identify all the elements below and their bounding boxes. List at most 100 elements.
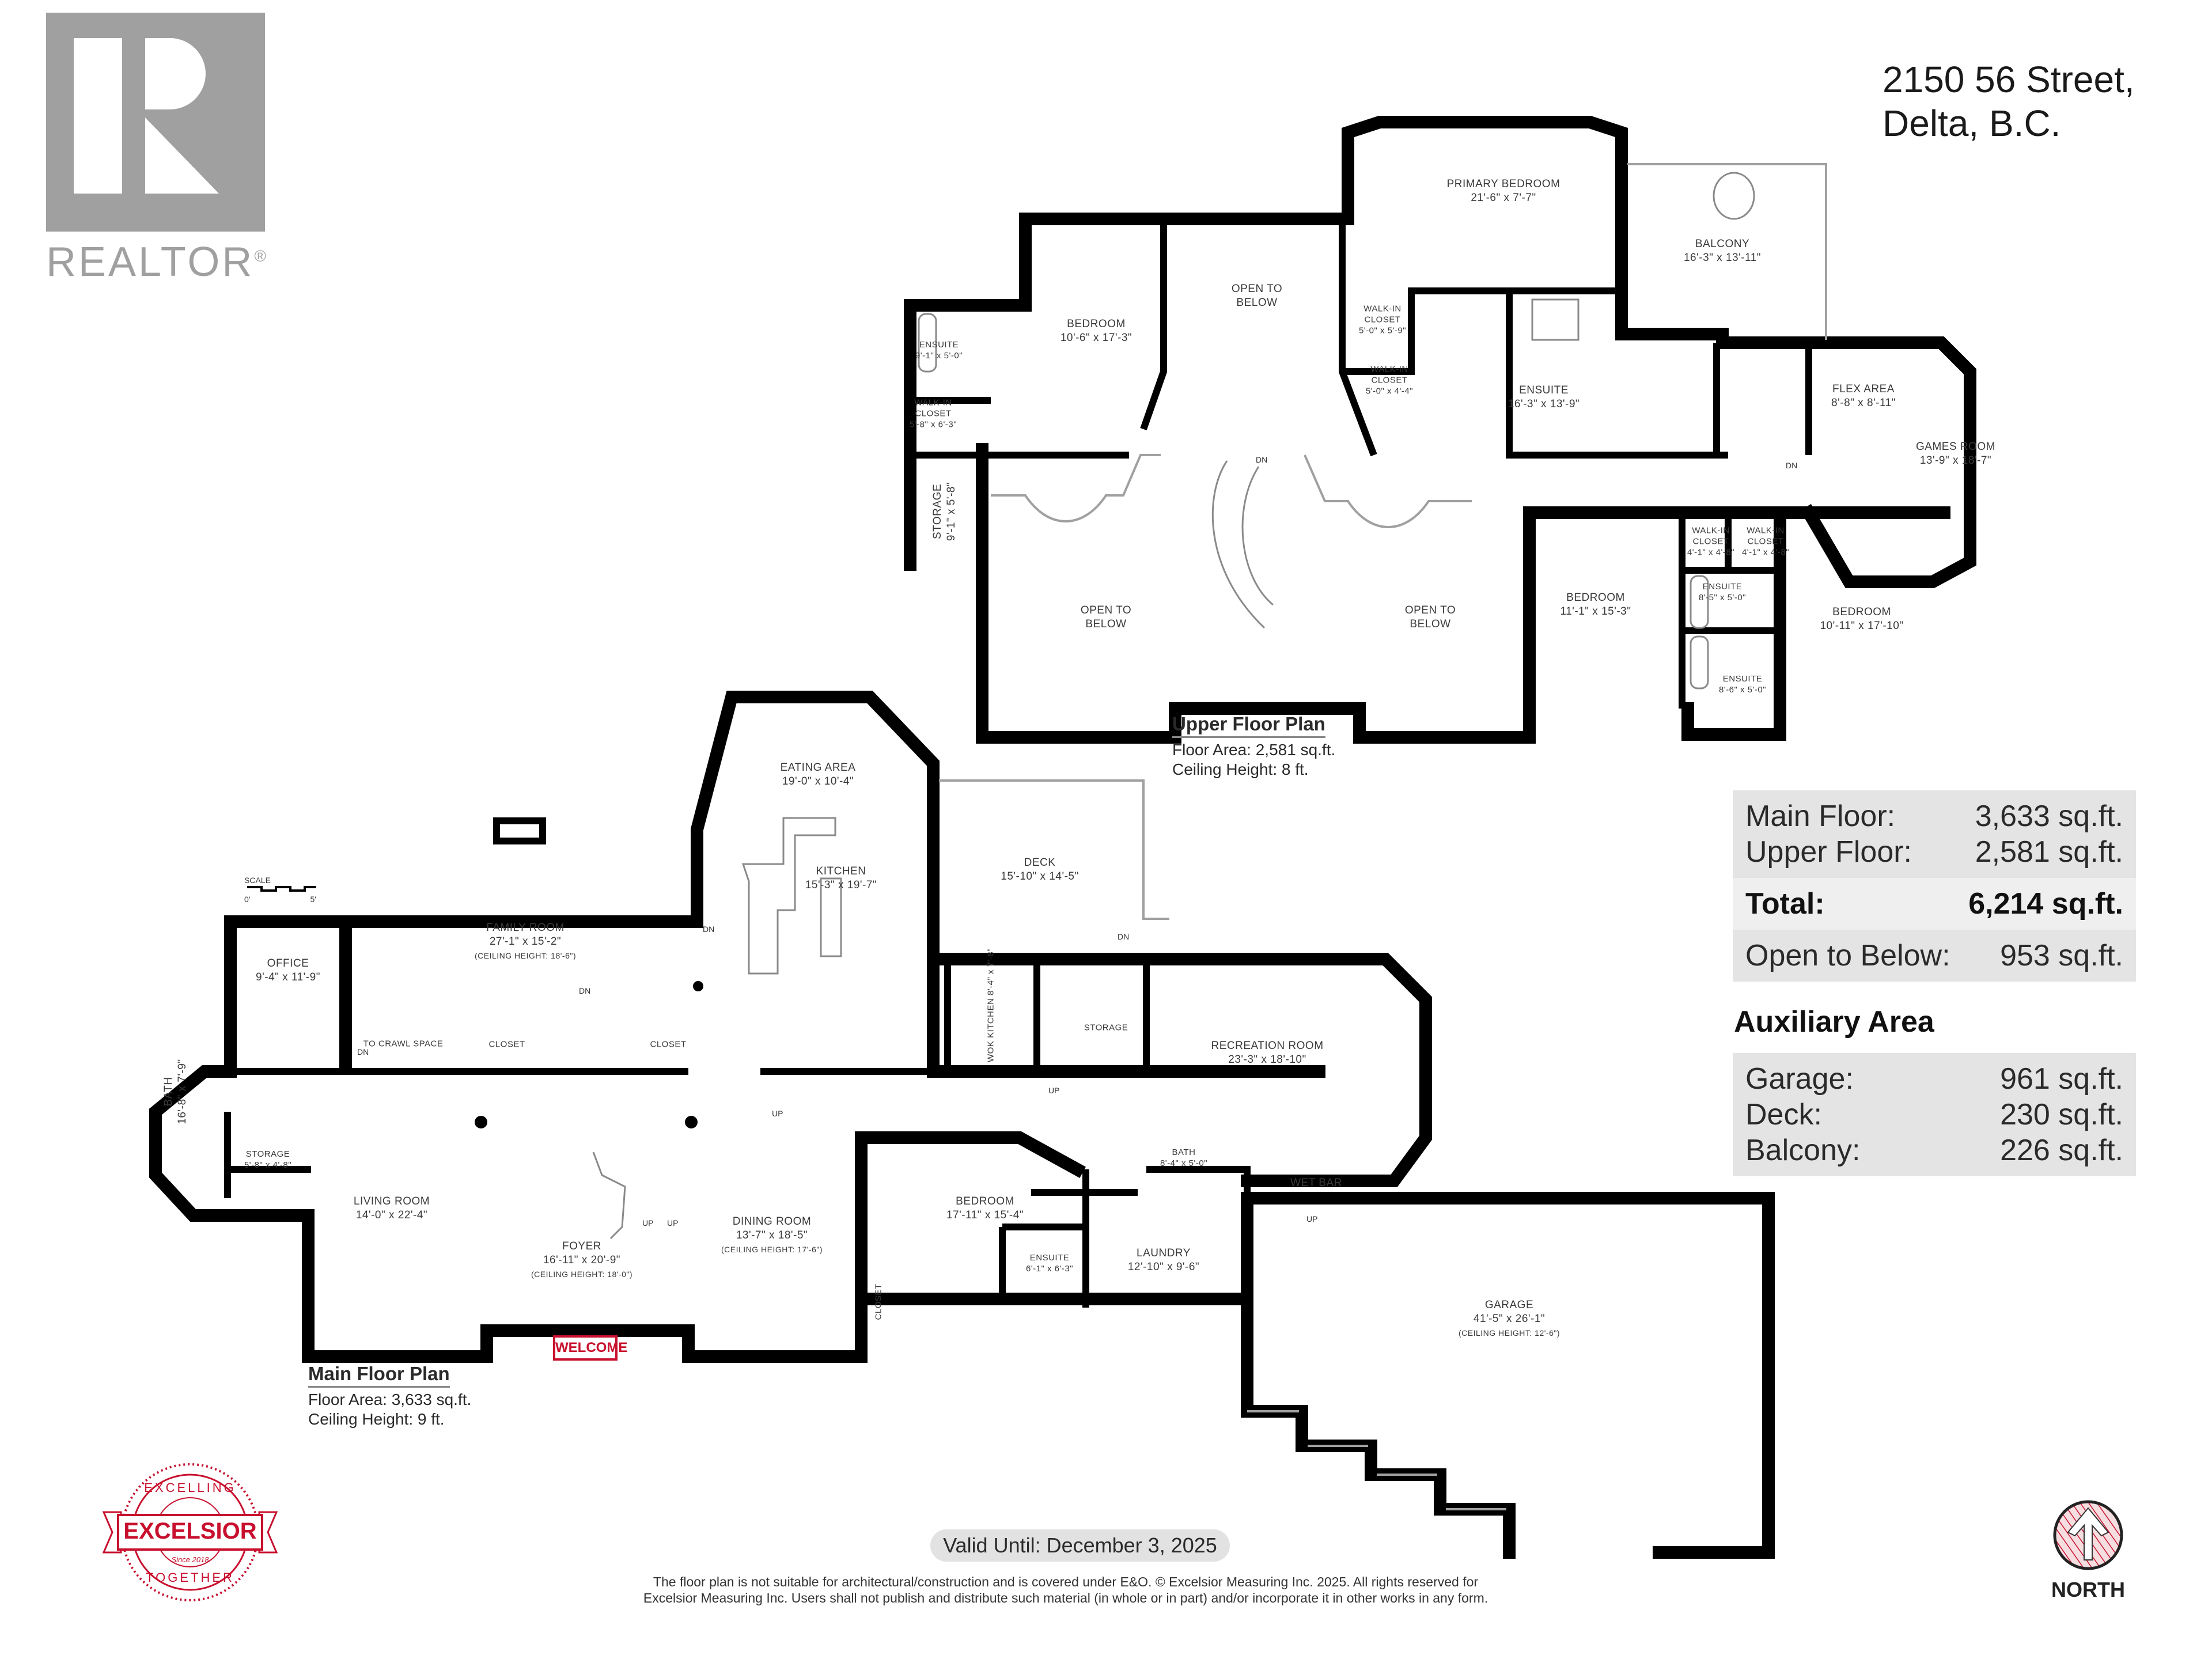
- room-office: OFFICE 9'-4" x 11'-9": [256, 957, 320, 983]
- room-flex-area: FLEX AREA 8'-8" x 8'-11": [1831, 383, 1896, 409]
- excelsior-wordmark: EXCELSIOR: [123, 1518, 257, 1544]
- room-bath-2-main: BATH 8'-4" x 5'-0": [1160, 1147, 1208, 1168]
- room-storage-main: STORAGE 5'-8" x 4'-8": [244, 1149, 292, 1170]
- disclaimer-line-2: Excelsior Measuring Inc. Users shall not…: [643, 1590, 1488, 1605]
- hall-stairs-down-label: DN: [579, 986, 591, 995]
- balcony-row: Balcony: 226 sq.ft.: [1745, 1134, 2123, 1167]
- foyer-staircase-icon: [592, 1152, 626, 1240]
- room-closet-2: CLOSET: [650, 1039, 687, 1050]
- room-balcony: BALCONY 16'-3" x 13'-11": [1683, 238, 1762, 264]
- balcony-railing: [1627, 163, 1827, 340]
- room-living-room: LIVING ROOM 14'-0" x 22'-4": [353, 1195, 430, 1221]
- upper-spiral-staircase-icon: [991, 454, 1472, 629]
- bathtub-icon: [918, 313, 937, 373]
- foyer-stairs-up-label: UP: [642, 1218, 654, 1228]
- kitchen-counter-icon: [741, 817, 836, 975]
- room-ensuite-primary: ENSUITE 16'-3" x 13'-9": [1508, 384, 1580, 410]
- upper-floor-title: Upper Floor Plan: [1172, 714, 1325, 738]
- upper-floor-area: Floor Area: 2,581 sq.ft.: [1172, 741, 1336, 759]
- excelsior-seal-icon: [102, 1463, 278, 1601]
- total-block: Total: 6,214 sq.ft.: [1733, 878, 2136, 930]
- property-address: 2150 56 Street, Delta, B.C.: [1883, 58, 2135, 145]
- registered-mark: ®: [254, 247, 269, 265]
- balcony-table-icon: [1713, 172, 1755, 220]
- dining-stairs-up-label: UP: [772, 1109, 783, 1118]
- room-open-to-below-top: OPEN TO BELOW: [1231, 283, 1283, 309]
- room-laundry: LAUNDRY 12'-10" x 9'-6": [1127, 1247, 1200, 1273]
- scale-bar-icon: [247, 886, 316, 892]
- room-open-to-below-right: OPEN TO BELOW: [1404, 604, 1456, 630]
- room-walk-in-closet-2: WALK-IN CLOSET 5'-0" x 4'-4": [1365, 364, 1414, 396]
- auxiliary-area-title: Auxiliary Area: [1734, 1005, 1934, 1039]
- room-ensuite-upper-1: ENSUITE 9'-1" x 5'-0": [915, 340, 963, 361]
- family-stairs-down-label: DN: [703, 925, 715, 934]
- room-games-room: GAMES ROOM 13'-9" x 18'-7": [1915, 441, 1996, 467]
- scale-label: SCALE: [244, 876, 271, 885]
- crawl-space-stairs: TO CRAWL SPACE: [363, 1039, 444, 1049]
- area-summary-panel: Main Floor: 3,633 sq.ft. Upper Floor: 2,…: [1733, 790, 2136, 1176]
- deck-stairs-down-label: DN: [1118, 932, 1130, 941]
- crawl-stairs-down-label: DN: [357, 1047, 369, 1056]
- room-wok-kitchen: WOK KITCHEN 8'-4" x 7'-8": [986, 948, 996, 1063]
- upper-floor-ceiling: Ceiling Height: 8 ft.: [1172, 760, 1309, 778]
- room-storage-stairs: STORAGE: [1084, 1022, 1128, 1033]
- room-ensuite-upper-2: ENSUITE 8'-5" x 5'-0": [1698, 582, 1747, 603]
- total-row: Total: 6,214 sq.ft.: [1745, 887, 2123, 921]
- valid-until-badge: Valid Until: December 3, 2025: [930, 1529, 1230, 1562]
- kitchen-island-icon: [820, 877, 842, 957]
- room-bedroom-upper-1: BEDROOM 10'-6" x 17'-3": [1060, 318, 1132, 344]
- fireplace-icon: [493, 817, 546, 844]
- room-foyer: FOYER 16'-11" x 20'-9" (CEILING HEIGHT: …: [531, 1240, 633, 1279]
- room-wet-bar: WET BAR: [1290, 1177, 1342, 1189]
- upper-stairs-down-label: DN: [1256, 455, 1268, 464]
- upper-rear-stairs-down-label: DN: [1786, 461, 1798, 470]
- excelsior-bottom-text: TOGETHER: [146, 1570, 234, 1585]
- scale-end: 5': [310, 895, 316, 904]
- north-arrow-icon: [2053, 1500, 2123, 1570]
- upper-floor-row: Upper Floor: 2,581 sq.ft.: [1745, 835, 2123, 869]
- garage-stairs-up-label: UP: [1306, 1214, 1318, 1224]
- room-recreation-room: RECREATION ROOM 23'-3" x 18'-10": [1211, 1040, 1324, 1066]
- realtor-logo: REALTOR®: [46, 13, 269, 285]
- room-kitchen: KITCHEN 15'-3" x 19'-7": [805, 865, 877, 891]
- room-bedroom-upper-2: BEDROOM 11'-1" x 15'-3": [1560, 592, 1631, 618]
- main-floor-caption: Main Floor Plan Floor Area: 3,633 sq.ft.…: [308, 1364, 471, 1429]
- room-open-to-below-left: OPEN TO BELOW: [1080, 604, 1132, 630]
- north-label: NORTH: [2051, 1578, 2125, 1601]
- column-icon: [475, 1116, 487, 1128]
- room-bath-main: BATH 16'-8" x 7'-9": [162, 1059, 188, 1124]
- open-to-below-block: Open to Below: 953 sq.ft.: [1733, 930, 2136, 982]
- room-storage-upper: STORAGE 9'-1" x 5'-8": [931, 482, 957, 541]
- disclaimer-line-1: The floor plan is not suitable for archi…: [653, 1574, 1479, 1589]
- room-walk-in-closet-4: WALK-IN CLOSET 4'-1" x 4'-8": [1687, 525, 1735, 558]
- foyer-stairs-up-label-2: UP: [667, 1218, 679, 1228]
- main-floor-walls: [149, 691, 1775, 1559]
- room-family-room: FAMILY ROOM 27'-1" x 15'-2" (CEILING HEI…: [474, 922, 577, 960]
- main-floor-area: Floor Area: 3,633 sq.ft.: [308, 1391, 472, 1408]
- room-primary-bedroom: PRIMARY BEDROOM 21'-6" x 7'-7": [1446, 178, 1560, 204]
- welcome-mat: WELCOME: [553, 1335, 627, 1361]
- main-floor-interior-walls: [224, 922, 1251, 1308]
- room-bedroom-main: BEDROOM 17'-11" x 15'-4": [946, 1195, 1024, 1221]
- realtor-r-icon: [46, 13, 265, 232]
- floor-areas-block: Main Floor: 3,633 sq.ft. Upper Floor: 2,…: [1733, 790, 2136, 878]
- room-dining-room: DINING ROOM 13'-7" x 18'-5" (CEILING HEI…: [721, 1215, 823, 1254]
- room-bedroom-upper-3: BEDROOM 10'-11" x 17'-10": [1820, 606, 1904, 632]
- deck-row: Deck: 230 sq.ft.: [1745, 1098, 2123, 1131]
- excelsior-seal-logo: EXCELSIOR EXCELLING Since 2018 TOGETHER: [98, 1457, 282, 1607]
- scale-start: 0': [244, 895, 251, 904]
- disclaimer-text: The floor plan is not suitable for archi…: [576, 1574, 1555, 1606]
- upper-floor-walls: [904, 116, 1976, 744]
- rear-stairs-up-label: UP: [1048, 1086, 1060, 1095]
- room-closet-1: CLOSET: [488, 1039, 525, 1050]
- column-icon: [685, 1116, 698, 1128]
- excelsior-top-text: EXCELLING: [144, 1480, 236, 1495]
- excelsior-since: Since 2018: [171, 1555, 209, 1564]
- main-floor-row: Main Floor: 3,633 sq.ft.: [1745, 800, 2123, 833]
- garage-row: Garage: 961 sq.ft.: [1745, 1062, 2123, 1096]
- column-icon: [693, 872, 703, 882]
- room-garage: GARAGE 41'-5" x 26'-1" (CEILING HEIGHT: …: [1458, 1299, 1560, 1338]
- scale-bar: SCALE 0' 5': [244, 876, 319, 904]
- bathtub-icon: [1690, 635, 1709, 690]
